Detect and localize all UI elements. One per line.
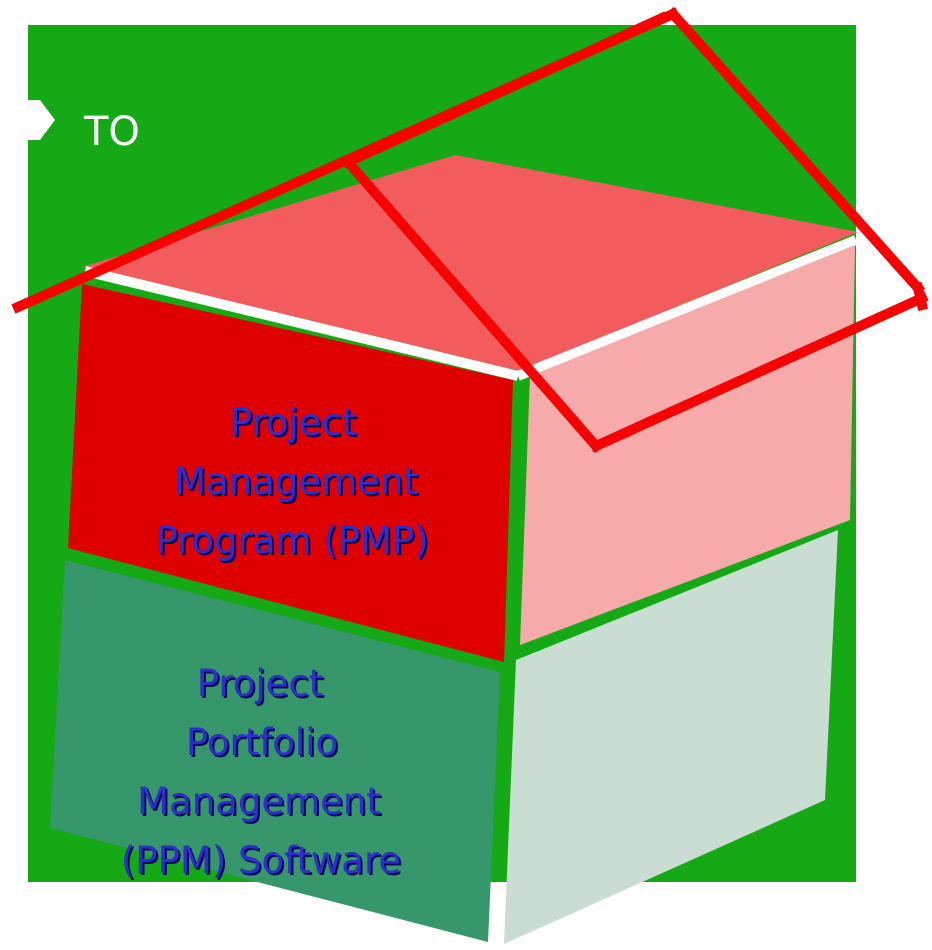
ppm-line-4: (PPM) Software	[121, 839, 401, 882]
top-front-edge	[83, 266, 520, 381]
top-side-edge	[516, 235, 858, 381]
pmp-line-3: Program (PMP)	[155, 519, 428, 562]
pmp-front-face	[68, 284, 513, 662]
chevron-right-icon	[28, 100, 55, 140]
pmp-side-face	[520, 245, 855, 645]
ppm-line-2: Portfolio	[186, 721, 338, 764]
ppm-line-1: Project	[197, 662, 324, 705]
ppm-front-face	[50, 560, 500, 942]
ppm-line-3: Management	[137, 780, 381, 823]
pmp-line-2: Management	[174, 460, 418, 503]
pmp-label: Project Management Program (PMP)	[155, 401, 428, 562]
to-label: TO	[83, 109, 140, 155]
ppm-label: Project Portfolio Management (PPM) Softw…	[121, 662, 401, 882]
pmp-line-1: Project	[230, 401, 357, 444]
ppm-side-face	[504, 530, 838, 944]
roof-outline-icon	[11, 6, 929, 454]
top-face	[82, 155, 858, 372]
